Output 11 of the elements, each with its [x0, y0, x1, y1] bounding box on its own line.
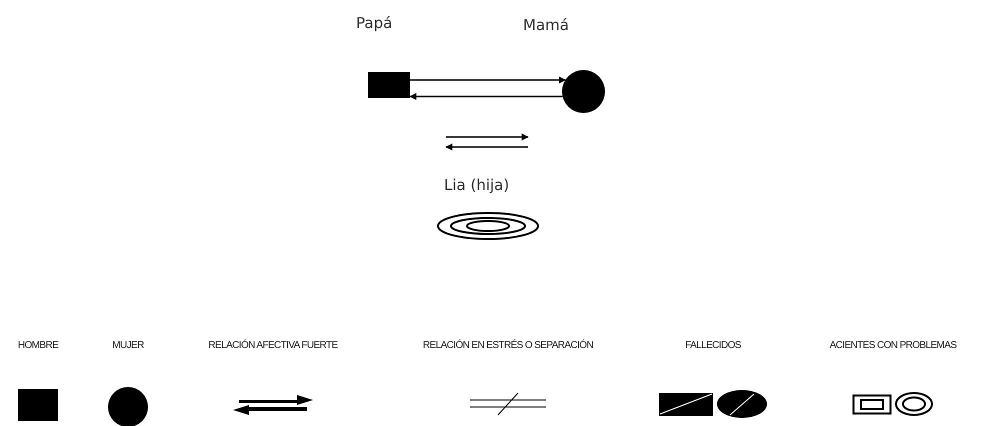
- legend-label: HOMBRE: [18, 340, 58, 351]
- legend-label: FALLECIDOS: [685, 340, 741, 351]
- legend-label: RELACIÓN EN ESTRÉS O SEPARACIÓN: [422, 340, 594, 351]
- legend-label: ACIENTES CON PROBLEMAS: [830, 340, 956, 351]
- legend-label: RELACIÓN AFECTIVA FUERTE: [208, 340, 338, 351]
- person-name: Mamá: [523, 16, 569, 34]
- person-name: Papá: [356, 14, 392, 32]
- arrow: [410, 76, 566, 84]
- legend-label: MUJER: [112, 340, 144, 351]
- arrow: [409, 93, 563, 100]
- person-name: Lia (hija): [444, 176, 510, 194]
